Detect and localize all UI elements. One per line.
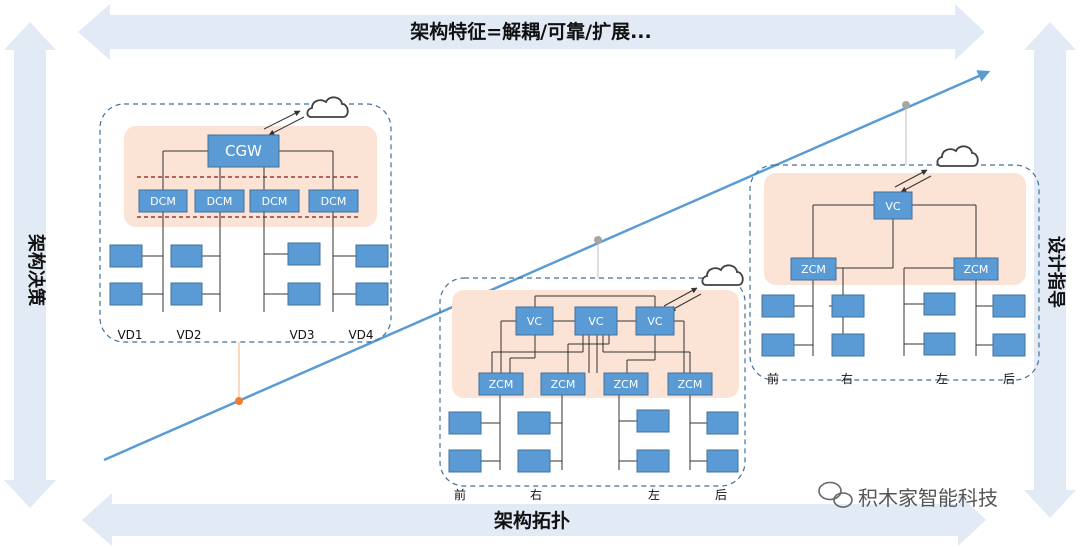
zone-label: 左: [648, 487, 660, 502]
right-double-arrow: [1024, 22, 1076, 518]
ecu-boxes: [448, 409, 739, 473]
bottom-double-arrow: [82, 493, 986, 546]
zonal-architecture-central-vc: VC ZCM ZCM 前 右 左 后: [749, 145, 1040, 386]
arch3-panel: [764, 173, 1026, 285]
domain-label: VD4: [348, 328, 373, 342]
vc-box: [873, 191, 913, 220]
top-double-arrow: [78, 4, 985, 60]
domain-label: VD2: [176, 328, 201, 342]
dcm-box: [138, 189, 188, 213]
watermark: 积木家智能科技: [818, 481, 998, 510]
cloud-icon: [306, 96, 349, 118]
cgw-label: CGW: [225, 142, 262, 160]
dcm-label: DCM: [207, 195, 233, 208]
watermark-text: 积木家智能科技: [858, 486, 998, 510]
vc-label: VC: [527, 315, 543, 328]
ecu-boxes: [109, 242, 389, 306]
dcm-label: DCM: [150, 195, 176, 208]
cloud-icon: [936, 145, 979, 167]
domain-label: VD1: [117, 328, 142, 342]
zcm-box: [667, 372, 713, 396]
dcm-label: DCM: [321, 195, 347, 208]
zone-label: 右: [841, 371, 853, 386]
zcm-label: ZCM: [489, 378, 514, 391]
zcm-box: [953, 257, 999, 281]
zone-label: 左: [936, 371, 948, 386]
dcm-box: [308, 189, 359, 213]
vc-box: [574, 306, 618, 336]
marker-arch1: [235, 397, 243, 405]
bottom-arrow-label: 架构拓扑: [493, 509, 570, 532]
vc-label: VC: [647, 315, 663, 328]
dcm-label: DCM: [262, 195, 288, 208]
cgw-box: [207, 134, 280, 168]
marker-arch2: [594, 236, 602, 244]
marker-arch3: [902, 101, 910, 109]
zcm-box: [478, 372, 524, 396]
domain-architecture: CGW DCM DCM DCM DCM VD1 VD2 VD3 VD4: [99, 96, 392, 343]
ecu-boxes: [761, 292, 1026, 357]
dcm-box: [249, 189, 300, 213]
vc-box: [515, 306, 554, 336]
zone-label: 右: [530, 487, 542, 502]
domain-label: VD3: [289, 328, 314, 342]
arch3-frame: [749, 164, 1040, 381]
cloud-icon: [701, 264, 744, 286]
left-double-arrow: [4, 22, 56, 508]
zcm-label: ZCM: [678, 378, 703, 391]
zone-label: 前: [767, 371, 779, 386]
arch2-frame: [439, 277, 746, 487]
arch1-frame: [99, 103, 392, 343]
zone-label: 后: [1003, 372, 1015, 386]
right-arrow-label: 设计指导: [1045, 236, 1067, 308]
evolution-trend-line: [103, 70, 991, 462]
zcm-label: ZCM: [551, 378, 576, 391]
zcm-box: [790, 257, 837, 281]
zcm-box: [540, 372, 586, 396]
dcm-box: [194, 189, 245, 213]
vc-box: [635, 306, 675, 336]
left-arrow-label: 架构决策: [25, 234, 47, 307]
wechat-icon: [818, 481, 853, 508]
zonal-architecture-multi-vc: VC VC VC ZCM ZCM ZCM ZCM 前 右 左 后: [439, 264, 746, 502]
zcm-label: ZCM: [801, 263, 826, 276]
zcm-label: ZCM: [614, 378, 639, 391]
zone-label: 后: [715, 488, 727, 502]
zcm-label: ZCM: [964, 263, 989, 276]
zone-label: 前: [454, 487, 466, 502]
zcm-box: [603, 372, 649, 396]
top-arrow-label: 架构特征=解耦/可靠/扩展...: [409, 20, 651, 43]
vc-label: VC: [885, 200, 901, 213]
vc-label: VC: [588, 315, 604, 328]
